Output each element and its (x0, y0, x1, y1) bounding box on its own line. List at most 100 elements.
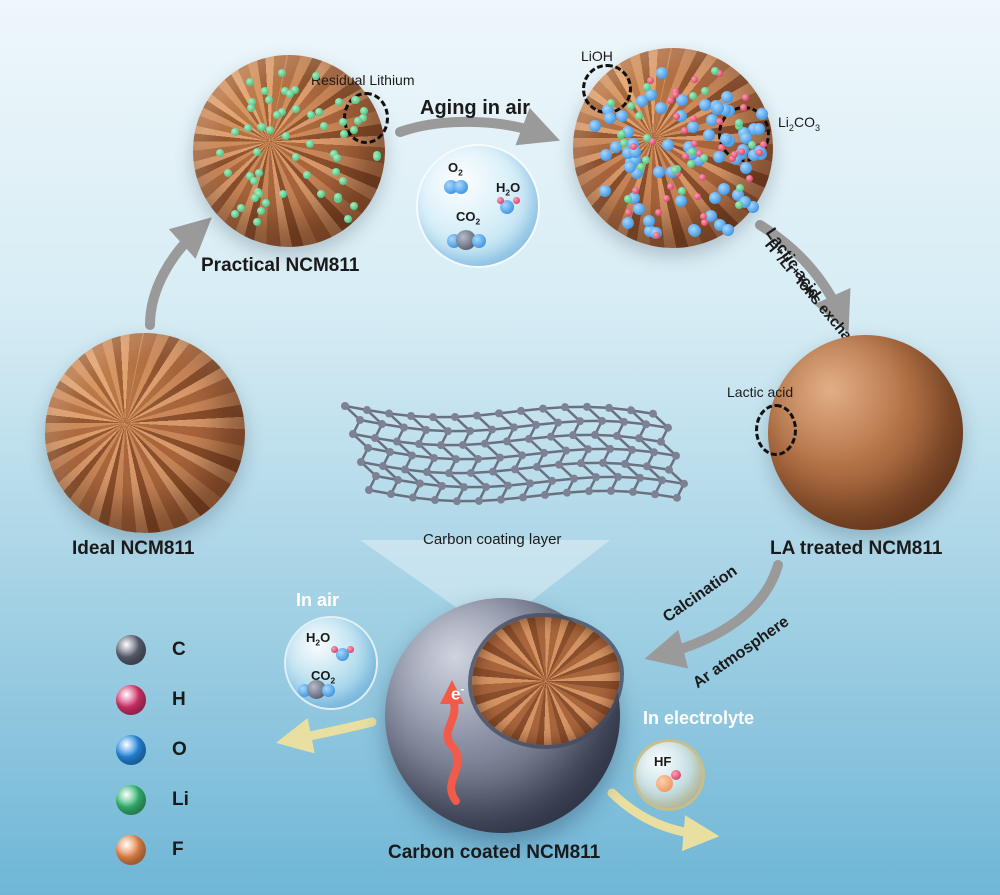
in-air-h2o-formula: H2O (306, 630, 331, 648)
hydrogen-dot (739, 103, 747, 111)
hydrogen-dot (690, 75, 698, 83)
lactic-acid-callout: Lactic acid (727, 384, 794, 400)
hydrogen-dot (671, 90, 679, 98)
lithium-dot (254, 189, 263, 198)
lithium-dot (678, 187, 687, 196)
lithium-dot (247, 98, 256, 107)
oxygen-dot (662, 138, 675, 151)
hydrogen-dot (696, 150, 704, 158)
lithium-dot (236, 203, 245, 212)
hydrogen-dot (649, 138, 657, 146)
oxygen-dot (653, 165, 666, 178)
legend-label-o: O (172, 739, 187, 760)
hydrogen-dot (681, 126, 689, 134)
lithium-dot (334, 97, 343, 106)
lithium-dot (316, 190, 325, 199)
hydrogen-dot (728, 155, 736, 163)
oxygen-dot (721, 223, 734, 236)
lithium-dot (331, 167, 340, 176)
residual-lithium-callout: Residual Lithium (311, 72, 415, 88)
lithium-dot (254, 169, 263, 178)
oxygen-dot (636, 94, 649, 107)
in-air-label: In air (296, 590, 340, 610)
hydrogen-dot (717, 143, 725, 151)
legend-ball-h (116, 685, 146, 715)
lithium-dot (306, 111, 315, 120)
oxygen-dot (674, 195, 687, 208)
hydrogen-dot (624, 208, 632, 216)
hydrogen-dot (741, 94, 749, 102)
in-electrolyte-label: In electrolyte (643, 708, 755, 728)
lithium-dot (246, 103, 255, 112)
oxygen-dot (713, 150, 726, 163)
oxygen-dot (644, 88, 657, 101)
ideal-particle (45, 333, 245, 533)
hydrogen-dot (715, 69, 723, 77)
co2-formula: CO2 (456, 209, 481, 227)
hydrogen-dot (629, 143, 637, 151)
exposed-ncm-core (472, 617, 620, 745)
lithium-dot (353, 117, 362, 126)
practical-particle (193, 55, 385, 247)
oxygen-dot (719, 132, 732, 145)
lithium-dot (349, 125, 358, 134)
lithium-dot (278, 69, 287, 78)
lithium-dot (223, 169, 232, 178)
oxygen-dot (708, 191, 721, 204)
lithium-dot (245, 171, 254, 180)
lithium-dot (735, 183, 744, 192)
hydrogen-dot (693, 193, 701, 201)
hydrogen-dot (631, 187, 639, 195)
hf-formula: HF (654, 754, 672, 769)
air-molecules-bubble (418, 146, 538, 266)
lithium-dot (292, 152, 301, 161)
in-air-co2-formula: CO2 (311, 668, 336, 686)
arrow-calcination (644, 560, 783, 669)
lithium-dot (735, 201, 744, 210)
hydrogen-dot (738, 148, 745, 156)
arrow-aging (395, 107, 560, 146)
lithium-dot (285, 89, 294, 98)
hydrogen-dot (755, 148, 763, 156)
lithium-dot (642, 155, 651, 164)
lithium-dot (292, 104, 301, 113)
lithium-dot (253, 147, 262, 156)
lithium-dot (245, 78, 254, 87)
hydrogen-dot (716, 118, 724, 126)
lithium-dot (687, 148, 696, 157)
lithium-dot (338, 117, 347, 126)
lactic-acid-marker (755, 404, 797, 456)
arrow-out-air (275, 717, 377, 754)
coating-label: Carbon coating layer (423, 531, 562, 548)
lithium-dot (260, 86, 269, 95)
lithium-dot (264, 95, 273, 104)
hydrogen-dot (666, 96, 674, 104)
lithium-dot (315, 107, 324, 116)
oxygen-dot (643, 215, 655, 228)
h2o-formula: H2O (496, 180, 521, 198)
lithium-dot (332, 153, 341, 162)
oxygen-dot (740, 131, 753, 144)
lithium-dot (277, 108, 286, 117)
hydrogen-dot (760, 140, 768, 148)
la-treated-label: LA treated NCM811 (770, 538, 943, 559)
legend-ball-li (116, 785, 146, 815)
hydrogen-dot (646, 77, 654, 85)
oxygen-dot (600, 149, 613, 162)
arrow-out-electrolyte (607, 788, 720, 852)
lithium-dot (340, 130, 349, 139)
lithium-dot (701, 86, 710, 95)
hydrogen-dot (700, 218, 708, 226)
lithium-dot (623, 194, 632, 203)
lithium-dot (302, 171, 311, 180)
li2co3-callout: Li2CO3 (778, 114, 821, 133)
legend-ball-c (116, 635, 146, 665)
lithium-dot (291, 86, 300, 95)
hydrogen-dot (746, 175, 754, 183)
o2-formula: O2 (448, 160, 463, 178)
oxygen-dot (720, 91, 733, 104)
lithium-dot (257, 206, 266, 215)
oxygen-dot (688, 225, 701, 238)
